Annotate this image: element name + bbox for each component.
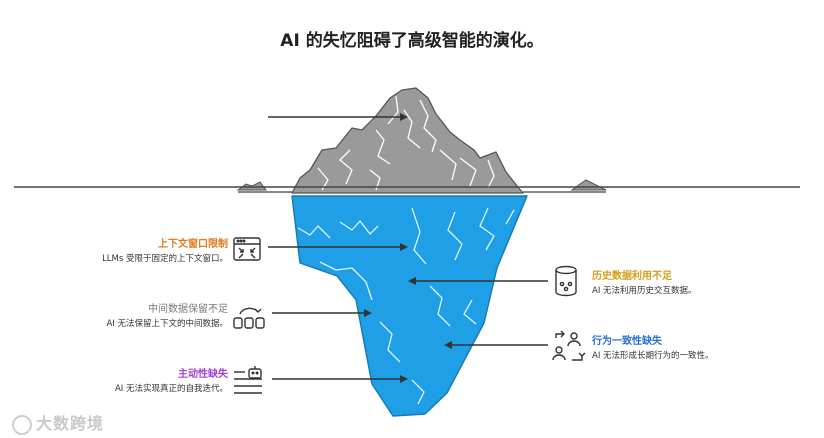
label-intermediate-data-desc: AI 无法保留上下文的中间数据。 <box>106 319 228 329</box>
label-context-limit-title: 上下文窗口限制 <box>158 239 228 250</box>
label-consistency-desc: AI 无法形成长期行为的一致性。 <box>592 351 714 361</box>
label-consistency: 行为一致性缺失 AI 无法形成长期行为的一致性。 <box>592 335 714 363</box>
label-proactivity: 主动性缺失 AI 无法实现真正的自我迭代。 <box>115 368 228 396</box>
label-consistency-title: 行为一致性缺失 <box>592 336 662 347</box>
label-context-limit-desc: LLMs 受限于固定的上下文窗口。 <box>102 254 228 264</box>
small-ice-right <box>570 179 607 191</box>
label-intermediate-data: 中间数据保留不足 AI 无法保留上下文的中间数据。 <box>106 303 228 331</box>
database-icon <box>555 265 577 297</box>
diagram-title: AI 的失忆阻碍了高级智能的演化。 <box>280 31 544 51</box>
label-context-limit: 上下文窗口限制 LLMs 受限于固定的上下文窗口。 <box>102 238 228 266</box>
arrows <box>268 113 548 383</box>
label-proactivity-desc: AI 无法实现真正的自我迭代。 <box>114 384 228 394</box>
iceberg-tip <box>291 87 524 194</box>
label-proactivity-title: 主动性缺失 <box>178 369 228 380</box>
arrow-tip-head <box>400 113 408 121</box>
arrow-history-head <box>408 277 416 285</box>
underwater-cracks <box>297 207 515 405</box>
arrow-intermediate-head <box>364 309 372 317</box>
tip-cracks <box>317 95 495 191</box>
watermark-text: 大数跨境 <box>36 414 105 433</box>
arrow-consistency-head <box>444 341 452 349</box>
watermark: 大数跨境 <box>12 410 104 435</box>
window-shrink-icon <box>233 237 261 261</box>
small-ice-left <box>236 181 267 191</box>
label-history-data-desc: AI 无法利用历史交互数据。 <box>592 286 697 296</box>
boxes-refresh-icon <box>233 307 265 329</box>
label-history-data: 历史数据利用不足 AI 无法利用历史交互数据。 <box>592 270 697 298</box>
robot-list-icon <box>234 366 262 394</box>
arrow-proactivity-head <box>400 375 408 383</box>
arrow-context-head <box>400 243 408 251</box>
watermark-logo-icon <box>12 414 32 435</box>
users-exchange-icon <box>552 330 586 361</box>
iceberg-underwater <box>291 195 528 417</box>
label-history-data-title: 历史数据利用不足 <box>592 271 672 282</box>
label-intermediate-data-title: 中间数据保留不足 <box>148 304 228 315</box>
